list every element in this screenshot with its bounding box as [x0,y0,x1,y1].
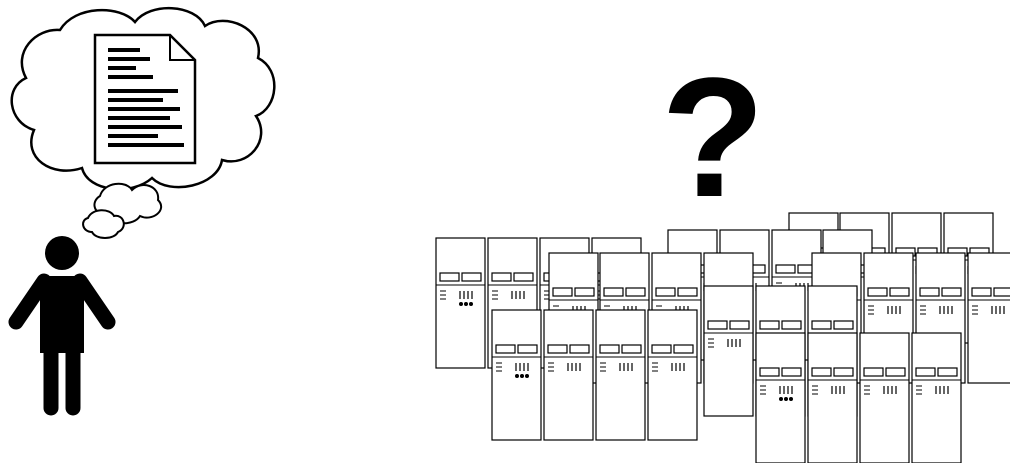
server-farm [435,212,1010,463]
server-rack-icon [543,309,594,441]
server-rack-icon [755,332,806,463]
server-rack-icon [595,309,646,441]
server-rack-icon [703,285,754,417]
document-icon [93,33,197,165]
server-rack-icon [807,332,858,463]
server-rack-icon [491,309,542,441]
server-rack-icon [911,332,962,463]
question-mark: ? [661,43,765,233]
server-rack-icon [859,332,910,463]
server-rack-icon [647,309,698,441]
server-rack-icon [967,252,1010,384]
server-rack-icon [435,237,486,369]
person-icon [8,236,116,416]
